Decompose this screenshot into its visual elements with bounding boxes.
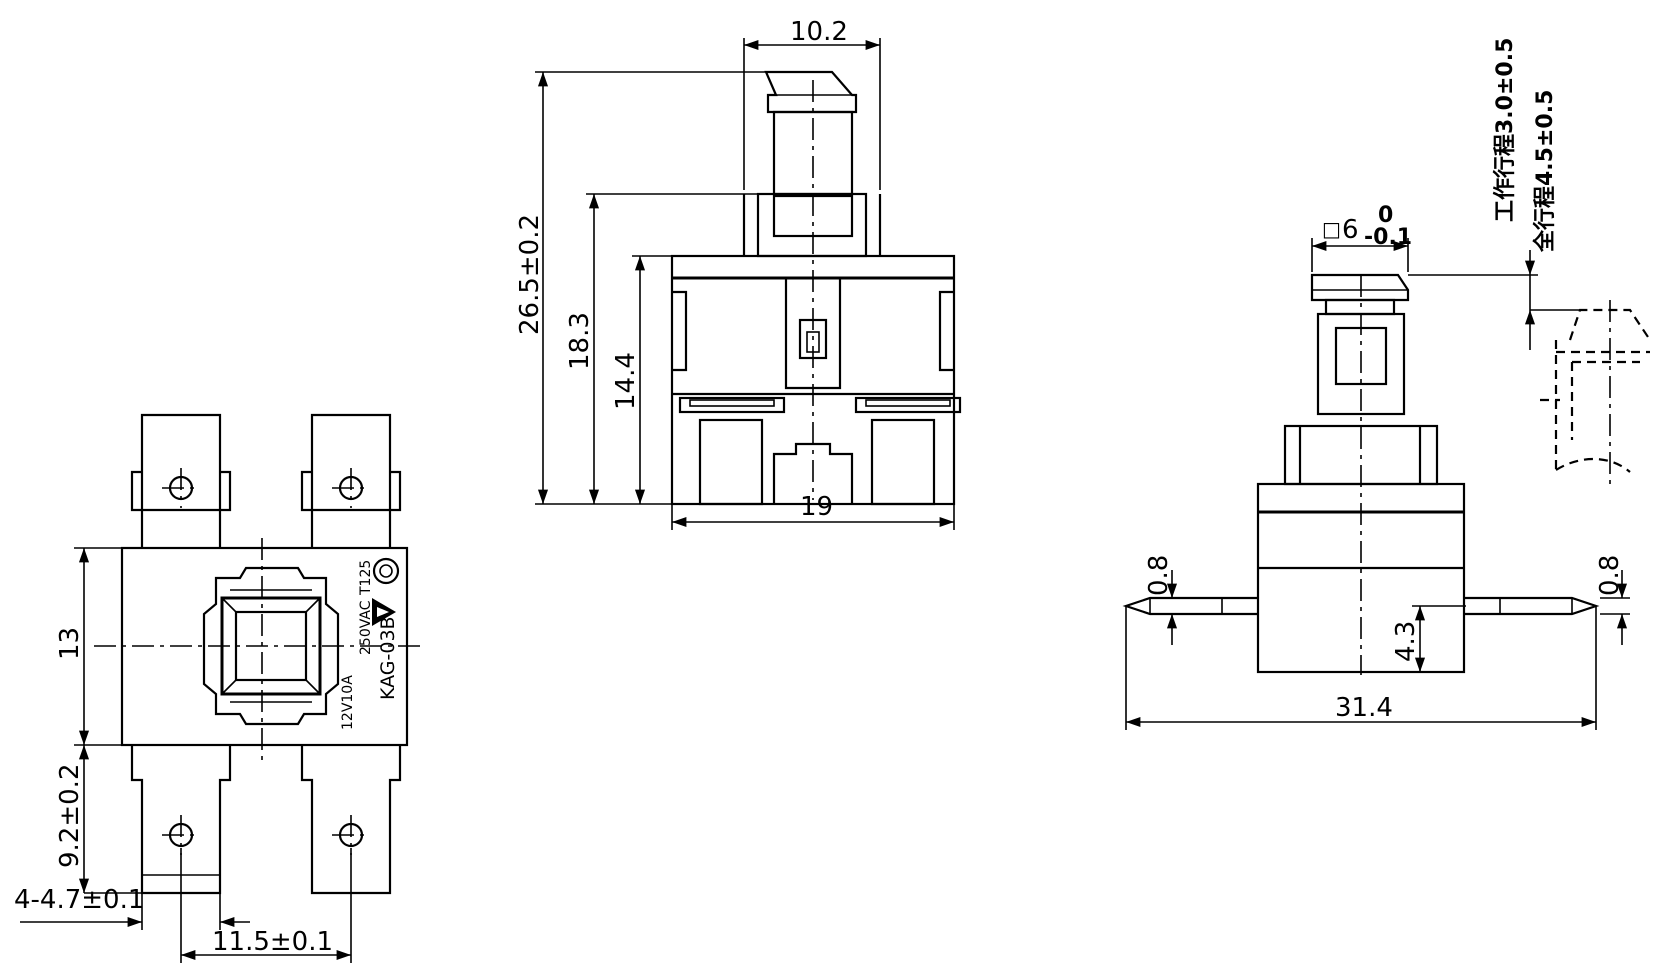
dim-terminal-pitch: 11.5±0.1 [212, 927, 333, 957]
dim-top-width: 10.2 [790, 17, 848, 47]
side-view: □ 6 0 -0.1 工作行程3.0±0.5 全行程4.5±0.5 0.8 0.… [1122, 38, 1651, 730]
dim-overall-width: 31.4 [1335, 693, 1393, 723]
dim-button-tol-lower: -0.1 [1364, 225, 1412, 250]
dim-button-size: 6 [1342, 215, 1359, 245]
dim-button-tol-upper: 0 [1378, 203, 1393, 228]
pressed-state-outline [1540, 300, 1651, 490]
working-travel: 工作行程3.0±0.5 [1492, 38, 1518, 222]
dim-height-13: 13 [55, 627, 85, 660]
front-view: 10.2 26.5±0.2 18.3 14.4 19 [515, 17, 962, 530]
dim-body-height: 18.3 [565, 312, 595, 370]
marking-temp: T125 [358, 560, 374, 596]
full-travel: 全行程4.5±0.5 [1532, 90, 1558, 253]
button-cap [1310, 273, 1410, 302]
switch-base [670, 254, 956, 506]
square-symbol: □ [1322, 217, 1341, 241]
dim-base-width: 19 [800, 492, 833, 522]
left-terminal-tab [1122, 596, 1258, 616]
marking-rating-dc: 12V10A [340, 675, 356, 730]
marking-model: KAG-03B [377, 616, 399, 700]
dim-tab-right: 0.8 [1595, 555, 1625, 596]
dim-tab-height: 4.3 [1391, 621, 1421, 662]
certification-mark [372, 557, 400, 585]
dim-total-height: 26.5±0.2 [515, 214, 545, 335]
right-terminal-tab [1464, 596, 1600, 616]
button-cap [764, 70, 858, 114]
bottom-view: KAG-03B 250VAC T125 12V10A 13 9.2±0.2 4-… [14, 413, 425, 963]
dim-tab-left: 0.8 [1144, 555, 1174, 596]
dim-terminal-width: 4-4.7±0.1 [14, 885, 144, 915]
dim-base-height: 14.4 [611, 352, 641, 410]
stud-pad [202, 566, 340, 726]
marking-rating-ac: 250VAC [358, 600, 374, 655]
dim-terminal-length: 9.2±0.2 [55, 764, 85, 868]
